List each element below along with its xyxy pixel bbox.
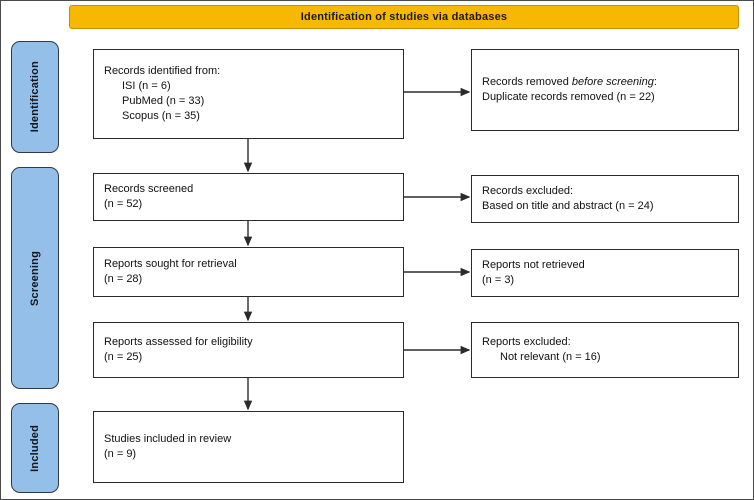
node-line: (n = 3) bbox=[482, 274, 515, 286]
node-reports-assessed-for-eligibility: Reports assessed for eligibility (n = 25… bbox=[93, 322, 404, 378]
header-title: Identification of studies via databases bbox=[300, 11, 508, 23]
node-line: Reports excluded: bbox=[482, 336, 571, 348]
node-studies-included-in-review: Studies included in review (n = 9) bbox=[93, 411, 404, 483]
node-line: Duplicate records removed (n = 22) bbox=[482, 91, 655, 103]
node-records-excluded-title-abstract: Records excluded: Based on title and abs… bbox=[471, 175, 739, 223]
node-line: Based on title and abstract (n = 24) bbox=[482, 200, 654, 212]
node-reports-not-retrieved: Reports not retrieved (n = 3) bbox=[471, 249, 739, 297]
node-line: Reports sought for retrieval bbox=[104, 258, 237, 270]
stage-label-identification-text: Identification bbox=[29, 61, 41, 133]
node-line: (n = 52) bbox=[104, 198, 143, 210]
node-line: Reports assessed for eligibility bbox=[104, 336, 253, 348]
stage-label-screening-text: Screening bbox=[29, 250, 41, 306]
node-line: (n = 25) bbox=[104, 351, 143, 363]
node-line: Studies included in review bbox=[104, 433, 232, 445]
node-records-removed-before-screening: Records removed before screening: Duplic… bbox=[471, 49, 739, 131]
node-records-identified: Records identified from: ISI (n = 6) Pub… bbox=[93, 49, 404, 139]
node-line-part-italic: before screening bbox=[571, 76, 654, 88]
node-line: Not relevant (n = 16) bbox=[500, 351, 601, 363]
node-line: ISI (n = 6) bbox=[122, 80, 171, 92]
node-line: Records excluded: bbox=[482, 185, 574, 197]
stage-label-included: Included bbox=[11, 403, 59, 493]
node-line: (n = 9) bbox=[104, 448, 137, 460]
node-line: (n = 28) bbox=[104, 273, 143, 285]
node-line-part: Records removed bbox=[482, 76, 572, 88]
node-records-screened: Records screened (n = 52) bbox=[93, 173, 404, 221]
stage-label-included-text: Included bbox=[29, 424, 41, 472]
stage-label-identification: Identification bbox=[11, 41, 59, 153]
node-reports-sought-for-retrieval: Reports sought for retrieval (n = 28) bbox=[93, 247, 404, 297]
node-line: Scopus (n = 35) bbox=[122, 110, 200, 122]
header-banner: Identification of studies via databases bbox=[69, 5, 739, 29]
node-line: Reports not retrieved bbox=[482, 259, 585, 271]
node-line: Records removed before screening: bbox=[482, 75, 728, 90]
node-reports-excluded-not-relevant: Reports excluded: Not relevant (n = 16) bbox=[471, 322, 739, 378]
node-line: Records screened bbox=[104, 183, 194, 195]
stage-label-screening: Screening bbox=[11, 167, 59, 389]
node-line-part: : bbox=[653, 76, 657, 88]
node-line: PubMed (n = 33) bbox=[122, 95, 205, 107]
node-line: Records identified from: bbox=[104, 65, 221, 77]
